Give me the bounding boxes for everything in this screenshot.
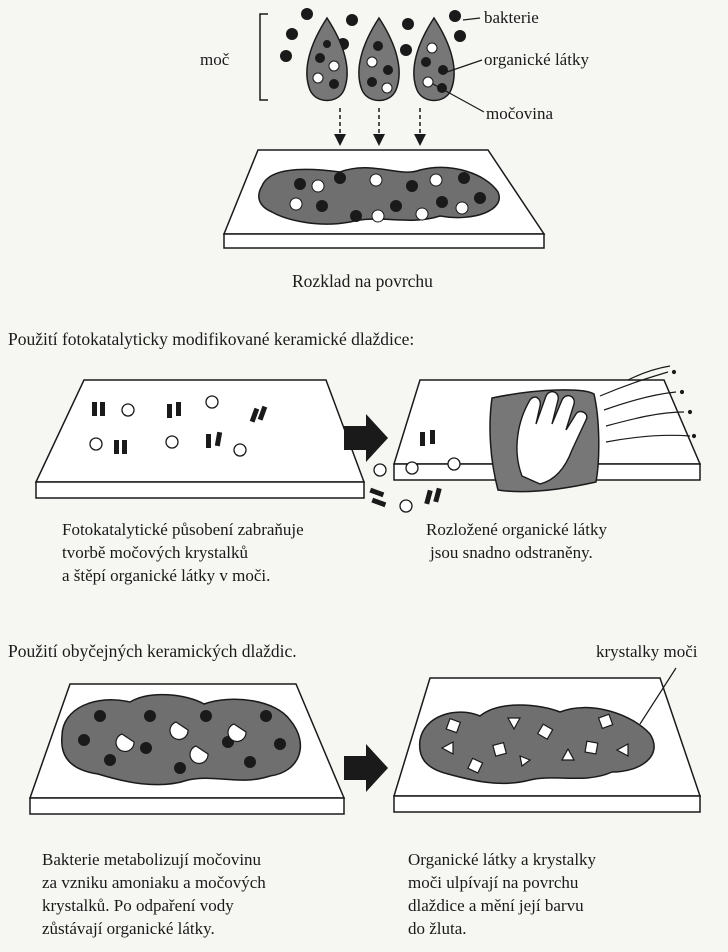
urine-drop-2 [359, 18, 399, 101]
tile-ordinary-right [394, 678, 700, 812]
caption-line: Fotokatalytické působení zabraňuje [62, 518, 304, 541]
caption-line: Rozložené organické látky [426, 518, 607, 541]
legend-organic: organické látky [484, 48, 589, 71]
heading-photocatalytic: Použití fotokatalyticky modifikované ker… [8, 328, 414, 351]
dashed-arrows [340, 108, 420, 140]
caption-line: Bakterie metabolizují močovinu [42, 848, 261, 871]
caption-line: jsou snadno odstraněny. [430, 541, 593, 564]
black-arrow-2 [344, 744, 388, 792]
caption-line: krystalků. Po odpaření vody [42, 894, 234, 917]
label-urine-crystals: krystalky moči [596, 640, 698, 663]
caption-line: moči ulpívají na povrchu [408, 871, 578, 894]
urine-label: moč [200, 48, 229, 71]
caption-line: dlaždice a mění její barvu [408, 894, 584, 917]
heading-ordinary: Použití obyčejných keramických dlaždic. [8, 640, 297, 663]
legend-bacteria: bakterie [484, 6, 539, 29]
legend-urea: močovina [486, 102, 553, 125]
caption-line: do žluta. [408, 917, 467, 940]
caption-line: a štěpí organické látky v moči. [62, 564, 270, 587]
caption-surface-decomposition: Rozklad na povrchu [292, 270, 433, 293]
caption-line: za vzniku amoniaku a močových [42, 871, 266, 894]
caption-line: Organické látky a krystalky [408, 848, 596, 871]
urine-bracket [260, 14, 268, 100]
urine-drop-3 [414, 18, 454, 101]
caption-line: tvorbě močových krystalků [62, 541, 248, 564]
urine-drop-1 [307, 18, 347, 101]
tile-ordinary-left [30, 684, 344, 814]
caption-line: zůstávají organické látky. [42, 917, 215, 940]
tile-photocatalytic-left [36, 380, 364, 498]
stain-top [259, 167, 499, 224]
